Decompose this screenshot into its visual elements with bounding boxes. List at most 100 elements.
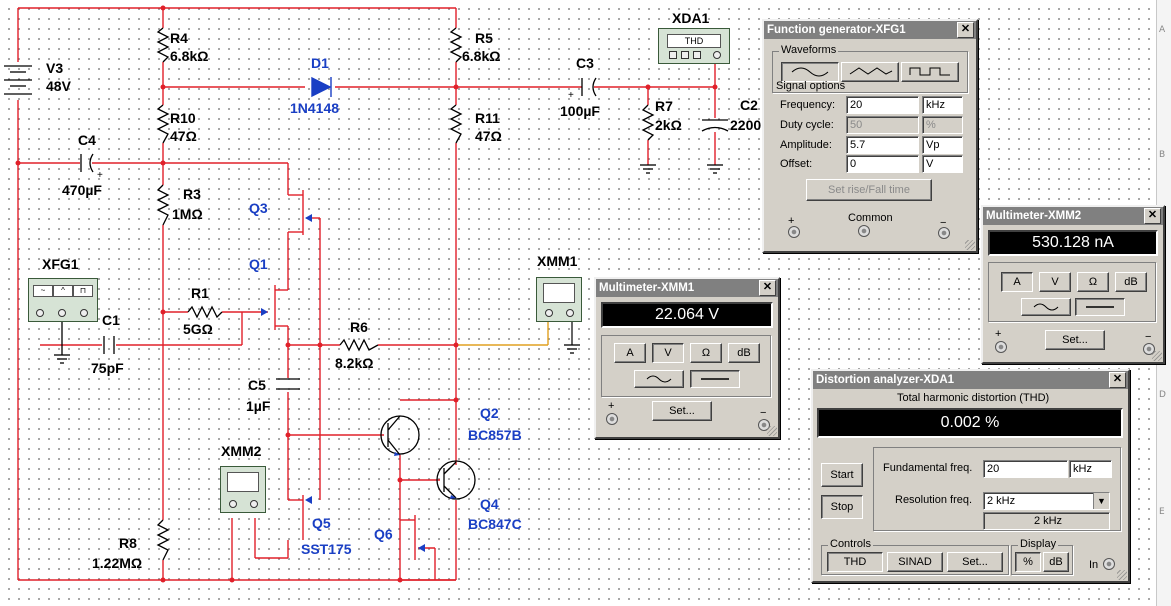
r8-value: 1.22MΩ <box>92 555 143 571</box>
fundamental-freq-field[interactable]: 20 <box>983 460 1068 478</box>
xmm2-voltmeter-button[interactable]: V <box>1039 272 1071 292</box>
set-button[interactable]: Set... <box>947 552 1003 572</box>
plus-terminal-icon[interactable] <box>788 226 800 238</box>
q5-value: SST175 <box>301 541 352 557</box>
thd-heading: Total harmonic distortion (THD) <box>897 392 1050 404</box>
minus-terminal-icon[interactable] <box>938 227 950 239</box>
set-rise-fall-button[interactable]: Set rise/Fall time <box>806 179 932 201</box>
c1-label: C1 <box>102 312 120 328</box>
c4-value: 470µF <box>62 182 102 198</box>
sinad-mode-button[interactable]: SINAD <box>887 552 943 572</box>
input-terminal-icon[interactable] <box>1103 558 1115 570</box>
xmm2-mode-group <box>988 262 1156 322</box>
duty-cycle-unit-field[interactable]: % <box>922 116 963 134</box>
thd-mode-button[interactable]: THD <box>827 552 883 572</box>
resize-grip-icon[interactable] <box>1152 351 1162 361</box>
c5-label: C5 <box>248 377 266 393</box>
q6-label: Q6 <box>374 526 393 542</box>
square-wave-button[interactable] <box>901 62 959 82</box>
r10-label: R10 <box>170 110 196 126</box>
triangle-wave-button[interactable] <box>841 62 899 82</box>
xmm2-dc-button[interactable] <box>1075 298 1125 316</box>
ruler-mark: B <box>1159 150 1166 160</box>
chevron-down-icon[interactable]: ▼ <box>1093 493 1109 509</box>
close-icon[interactable]: ✕ <box>957 22 974 38</box>
percent-display-button[interactable]: % <box>1015 552 1041 572</box>
r5-label: R5 <box>475 30 493 46</box>
waveforms-group: Waveforms <box>772 44 968 93</box>
q4-value: BC847C <box>468 516 522 532</box>
xmm2-db-button[interactable]: dB <box>1115 272 1147 292</box>
svg-text:+: + <box>568 90 574 101</box>
xmm1-ac-button[interactable] <box>634 370 684 388</box>
xmm1-set-button[interactable]: Set... <box>652 401 712 421</box>
distortion-analyzer-window[interactable]: Distortion analyzer-XDA1 ✕ Total harmoni… <box>811 369 1130 583</box>
amplitude-unit-field[interactable]: Vp <box>922 136 963 154</box>
multimeter-xmm1-title[interactable]: Multimeter-XMM1 ✕ <box>596 279 778 297</box>
close-icon[interactable]: ✕ <box>1109 372 1126 388</box>
xfg1-instrument-icon[interactable]: ~ ^ ⊓ <box>28 278 98 322</box>
function-generator-window[interactable]: Function generator-XFG1 ✕ Waveforms Sign… <box>762 19 978 253</box>
r7-value: 2kΩ <box>655 117 682 133</box>
xmm2-plus-terminal-icon[interactable] <box>995 341 1007 353</box>
common-terminal-label: Common <box>848 212 893 224</box>
multimeter-xmm1-window[interactable]: Multimeter-XMM1 ✕ 22.064 V A V Ω dB Set.… <box>594 277 780 439</box>
xmm1-instrument-icon[interactable] <box>536 277 582 322</box>
db-display-button[interactable]: dB <box>1043 552 1069 572</box>
resolution-freq-select[interactable]: 2 kHz ▼ <box>983 492 1110 510</box>
xmm2-reading: 530.128 nA <box>988 230 1158 256</box>
q5-label: Q5 <box>312 515 331 531</box>
ac-wave-icon <box>646 375 672 383</box>
multimeter-xmm2-title[interactable]: Multimeter-XMM2 ✕ <box>983 207 1163 225</box>
xmm1-ohmmeter-button[interactable]: Ω <box>690 343 722 363</box>
multimeter-xmm2-window[interactable]: Multimeter-XMM2 ✕ 530.128 nA A V Ω dB Se… <box>981 205 1165 364</box>
xmm2-set-button[interactable]: Set... <box>1045 330 1105 350</box>
xmm1-db-button[interactable]: dB <box>728 343 760 363</box>
display-label: Display <box>1018 538 1059 550</box>
dc-line-icon <box>1086 306 1114 308</box>
duty-cycle-field[interactable]: 50 <box>846 116 919 134</box>
distortion-analyzer-title-text: Distortion analyzer-XDA1 <box>816 374 955 386</box>
waveforms-label: Waveforms <box>779 44 839 56</box>
xmm1-plus-label: + <box>608 400 615 412</box>
function-generator-title-text: Function generator-XFG1 <box>767 24 906 36</box>
xmm1-label: XMM1 <box>537 253 578 269</box>
q4-label: Q4 <box>480 496 499 512</box>
xmm2-ammeter-button[interactable]: A <box>1001 272 1033 292</box>
offset-field[interactable]: 0 <box>846 155 919 173</box>
amplitude-field[interactable]: 5.7 <box>846 136 919 154</box>
close-icon[interactable]: ✕ <box>1144 208 1161 224</box>
distortion-analyzer-title[interactable]: Distortion analyzer-XDA1 ✕ <box>813 371 1128 389</box>
xmm1-voltmeter-button[interactable]: V <box>652 343 684 363</box>
r8-label: R8 <box>119 535 137 551</box>
sine-wave-button[interactable] <box>781 62 839 82</box>
common-terminal-icon[interactable] <box>858 225 870 237</box>
function-generator-title[interactable]: Function generator-XFG1 ✕ <box>764 21 976 39</box>
xmm2-minus-label: − <box>1145 331 1152 343</box>
svg-text:+: + <box>97 170 103 181</box>
xmm2-ohmmeter-button[interactable]: Ω <box>1077 272 1109 292</box>
resize-grip-icon[interactable] <box>965 240 975 250</box>
xmm2-instrument-icon[interactable] <box>220 466 266 513</box>
controls-label: Controls <box>828 538 873 550</box>
c2-label: C2 <box>740 97 758 113</box>
close-icon[interactable]: ✕ <box>759 280 776 296</box>
c3-value: 100µF <box>560 103 600 119</box>
xmm1-dc-button[interactable] <box>690 370 740 388</box>
c3-label: C3 <box>576 55 594 71</box>
fundamental-freq-unit-field[interactable]: kHz <box>1069 460 1112 478</box>
duty-cycle-label: Duty cycle: <box>780 119 834 131</box>
resize-grip-icon[interactable] <box>1117 570 1127 580</box>
xda1-instrument-icon[interactable]: THD <box>658 28 730 64</box>
frequency-unit-field[interactable]: kHz <box>922 96 963 114</box>
xmm2-ac-button[interactable] <box>1021 298 1071 316</box>
start-button[interactable]: Start <box>821 463 863 487</box>
xmm1-ammeter-button[interactable]: A <box>614 343 646 363</box>
frequency-field[interactable]: 20 <box>846 96 919 114</box>
resize-grip-icon[interactable] <box>767 426 777 436</box>
offset-unit-field[interactable]: V <box>922 155 963 173</box>
stop-button[interactable]: Stop <box>821 495 863 519</box>
q2-value: BC857B <box>468 427 522 443</box>
xmm1-plus-terminal-icon[interactable] <box>606 413 618 425</box>
